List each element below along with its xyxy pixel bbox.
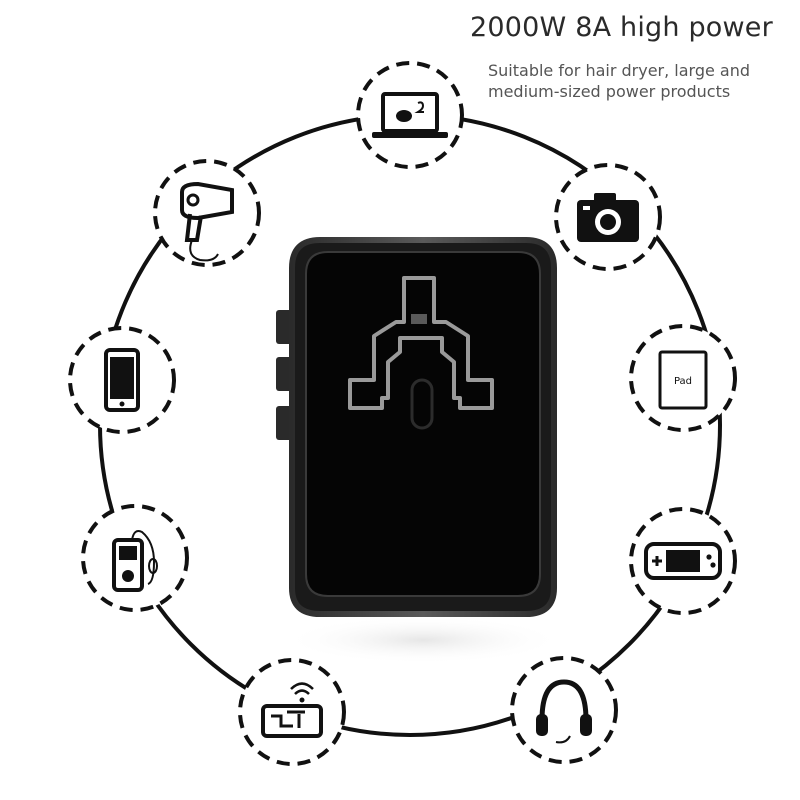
adapter-shadow [283, 616, 563, 664]
headphones-badge [510, 656, 618, 764]
camera-badge [554, 163, 662, 271]
router-icon [261, 682, 323, 738]
laptop-icon [372, 92, 448, 138]
adapter-face [305, 251, 541, 597]
adapter-side-sliders [276, 310, 292, 440]
universal-socket-outline [348, 276, 494, 410]
tablet-badge: Pad [629, 324, 737, 432]
headphones-icon [536, 679, 592, 744]
phone-badge [68, 326, 176, 434]
mp3-player-icon [112, 530, 158, 592]
hair-dryer-icon [180, 181, 234, 262]
headline-title: 2000W 8A high power [470, 12, 773, 43]
tablet-label: Pad [674, 376, 692, 387]
travel-adapter [276, 237, 563, 664]
tablet-icon: Pad [658, 350, 708, 410]
laptop-badge [356, 61, 464, 169]
camera-icon [577, 193, 639, 242]
hair-dryer-badge [153, 159, 261, 267]
socket-top-slot [411, 314, 427, 324]
game-console-badge [629, 507, 737, 615]
socket-earth-slot [410, 378, 434, 430]
router-badge [238, 658, 346, 766]
mp3-player-badge [81, 504, 189, 612]
headline-description: Suitable for hair dryer, large and mediu… [488, 61, 751, 101]
phone-icon [104, 348, 140, 412]
game-console-icon [644, 542, 722, 580]
